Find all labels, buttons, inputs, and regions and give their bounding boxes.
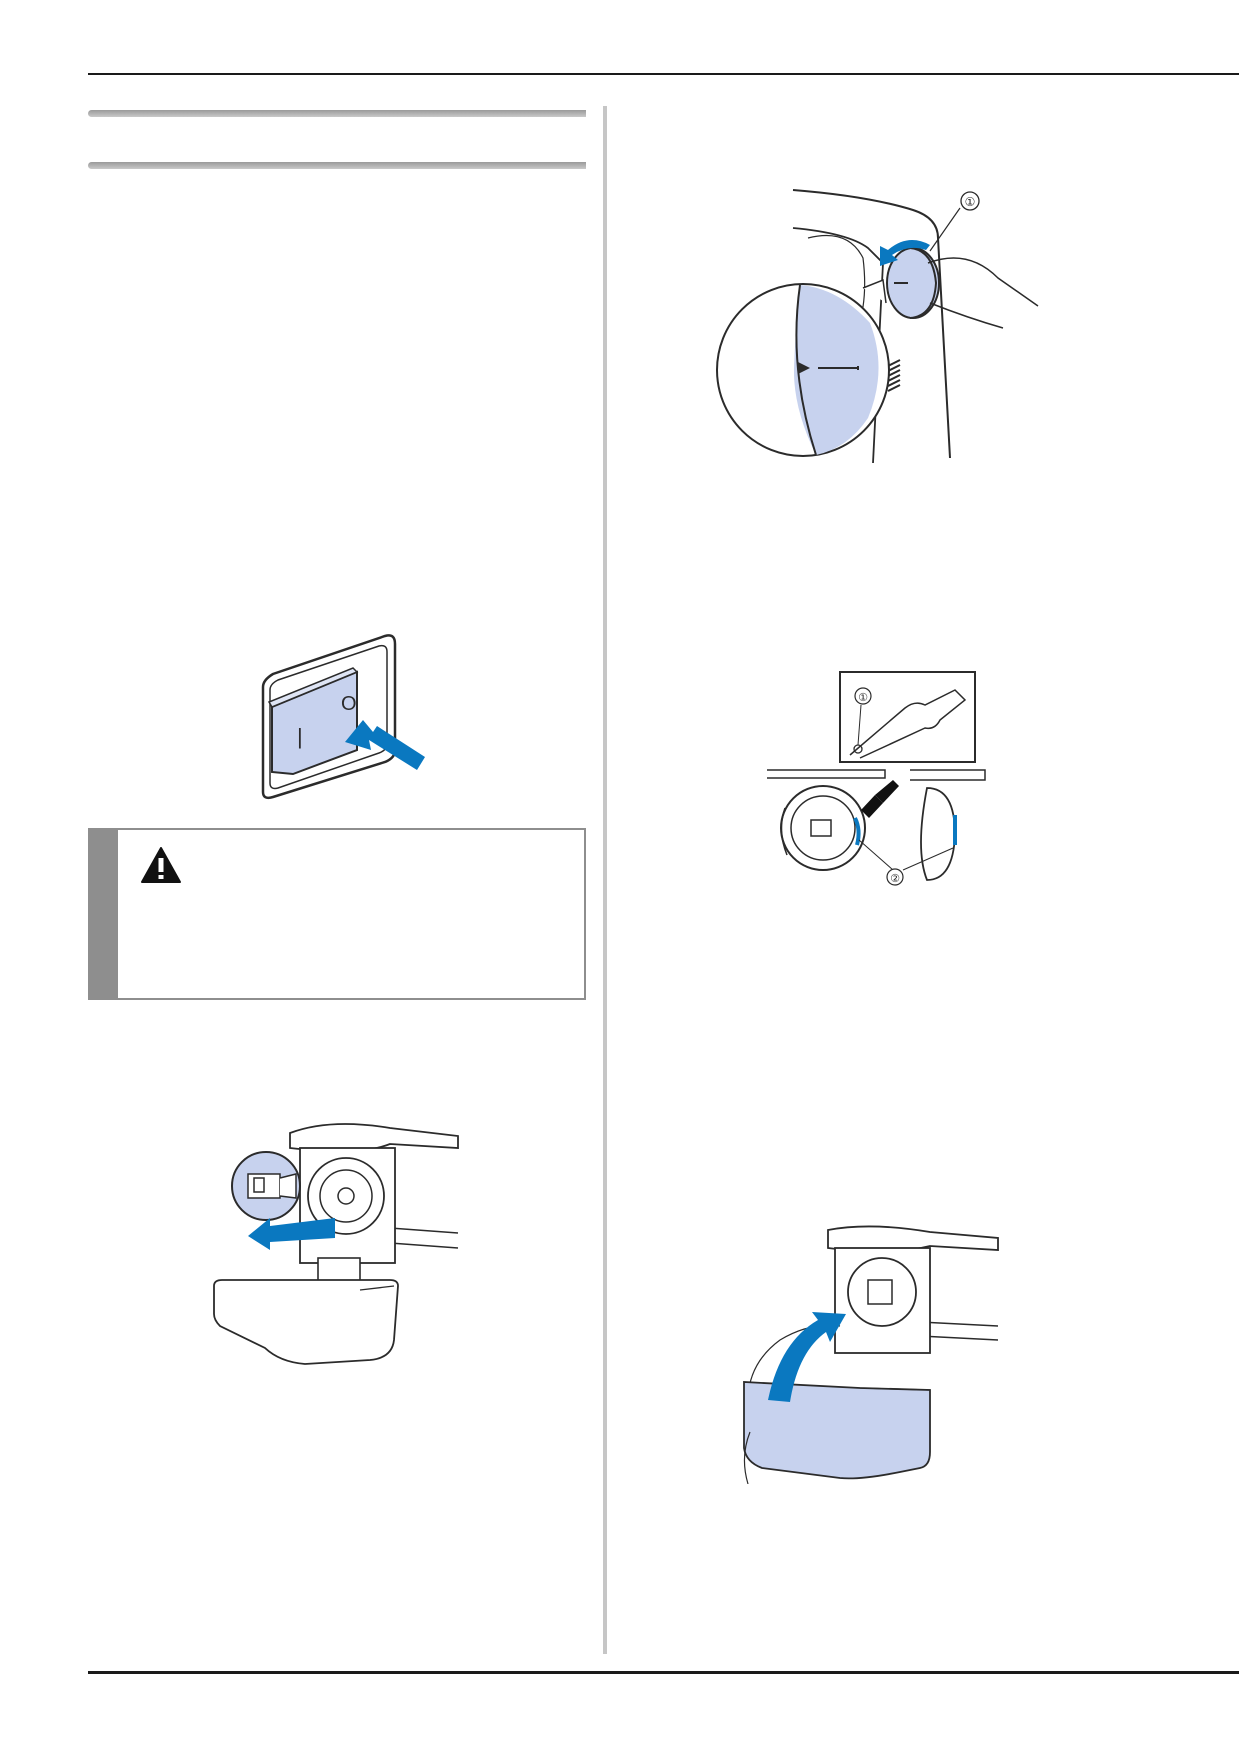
- warning-box: [88, 828, 586, 1000]
- close-cover-arrow-icon: [768, 1312, 846, 1402]
- power-switch-illustration: | O: [261, 634, 425, 800]
- press-arrow-icon: [345, 720, 425, 770]
- handwheel-callout: ①: [965, 195, 976, 209]
- top-rule: [88, 73, 1239, 75]
- oil-point-callout-2: ②: [890, 872, 900, 885]
- oil-points-illustration: ① ②: [767, 671, 986, 886]
- bottom-rule: [88, 1671, 1239, 1674]
- pull-out-arrow-icon: [248, 1218, 335, 1250]
- section-heading-bar-top: [88, 110, 586, 117]
- switch-off-mark: O: [341, 693, 357, 715]
- oil-point-callout-1: ①: [858, 691, 868, 704]
- rotate-arrow-icon: [880, 240, 930, 266]
- column-divider: [603, 106, 607, 1654]
- switch-on-mark: |: [297, 724, 303, 749]
- handwheel-illustration: ①: [716, 189, 1039, 464]
- bobbin-case-removal-illustration: [213, 1123, 459, 1365]
- warning-stripe: [90, 830, 118, 998]
- section-heading-bar-bottom: [88, 162, 586, 169]
- warning-triangle-icon: [141, 847, 181, 883]
- hook-cover-close-illustration: [743, 1225, 999, 1484]
